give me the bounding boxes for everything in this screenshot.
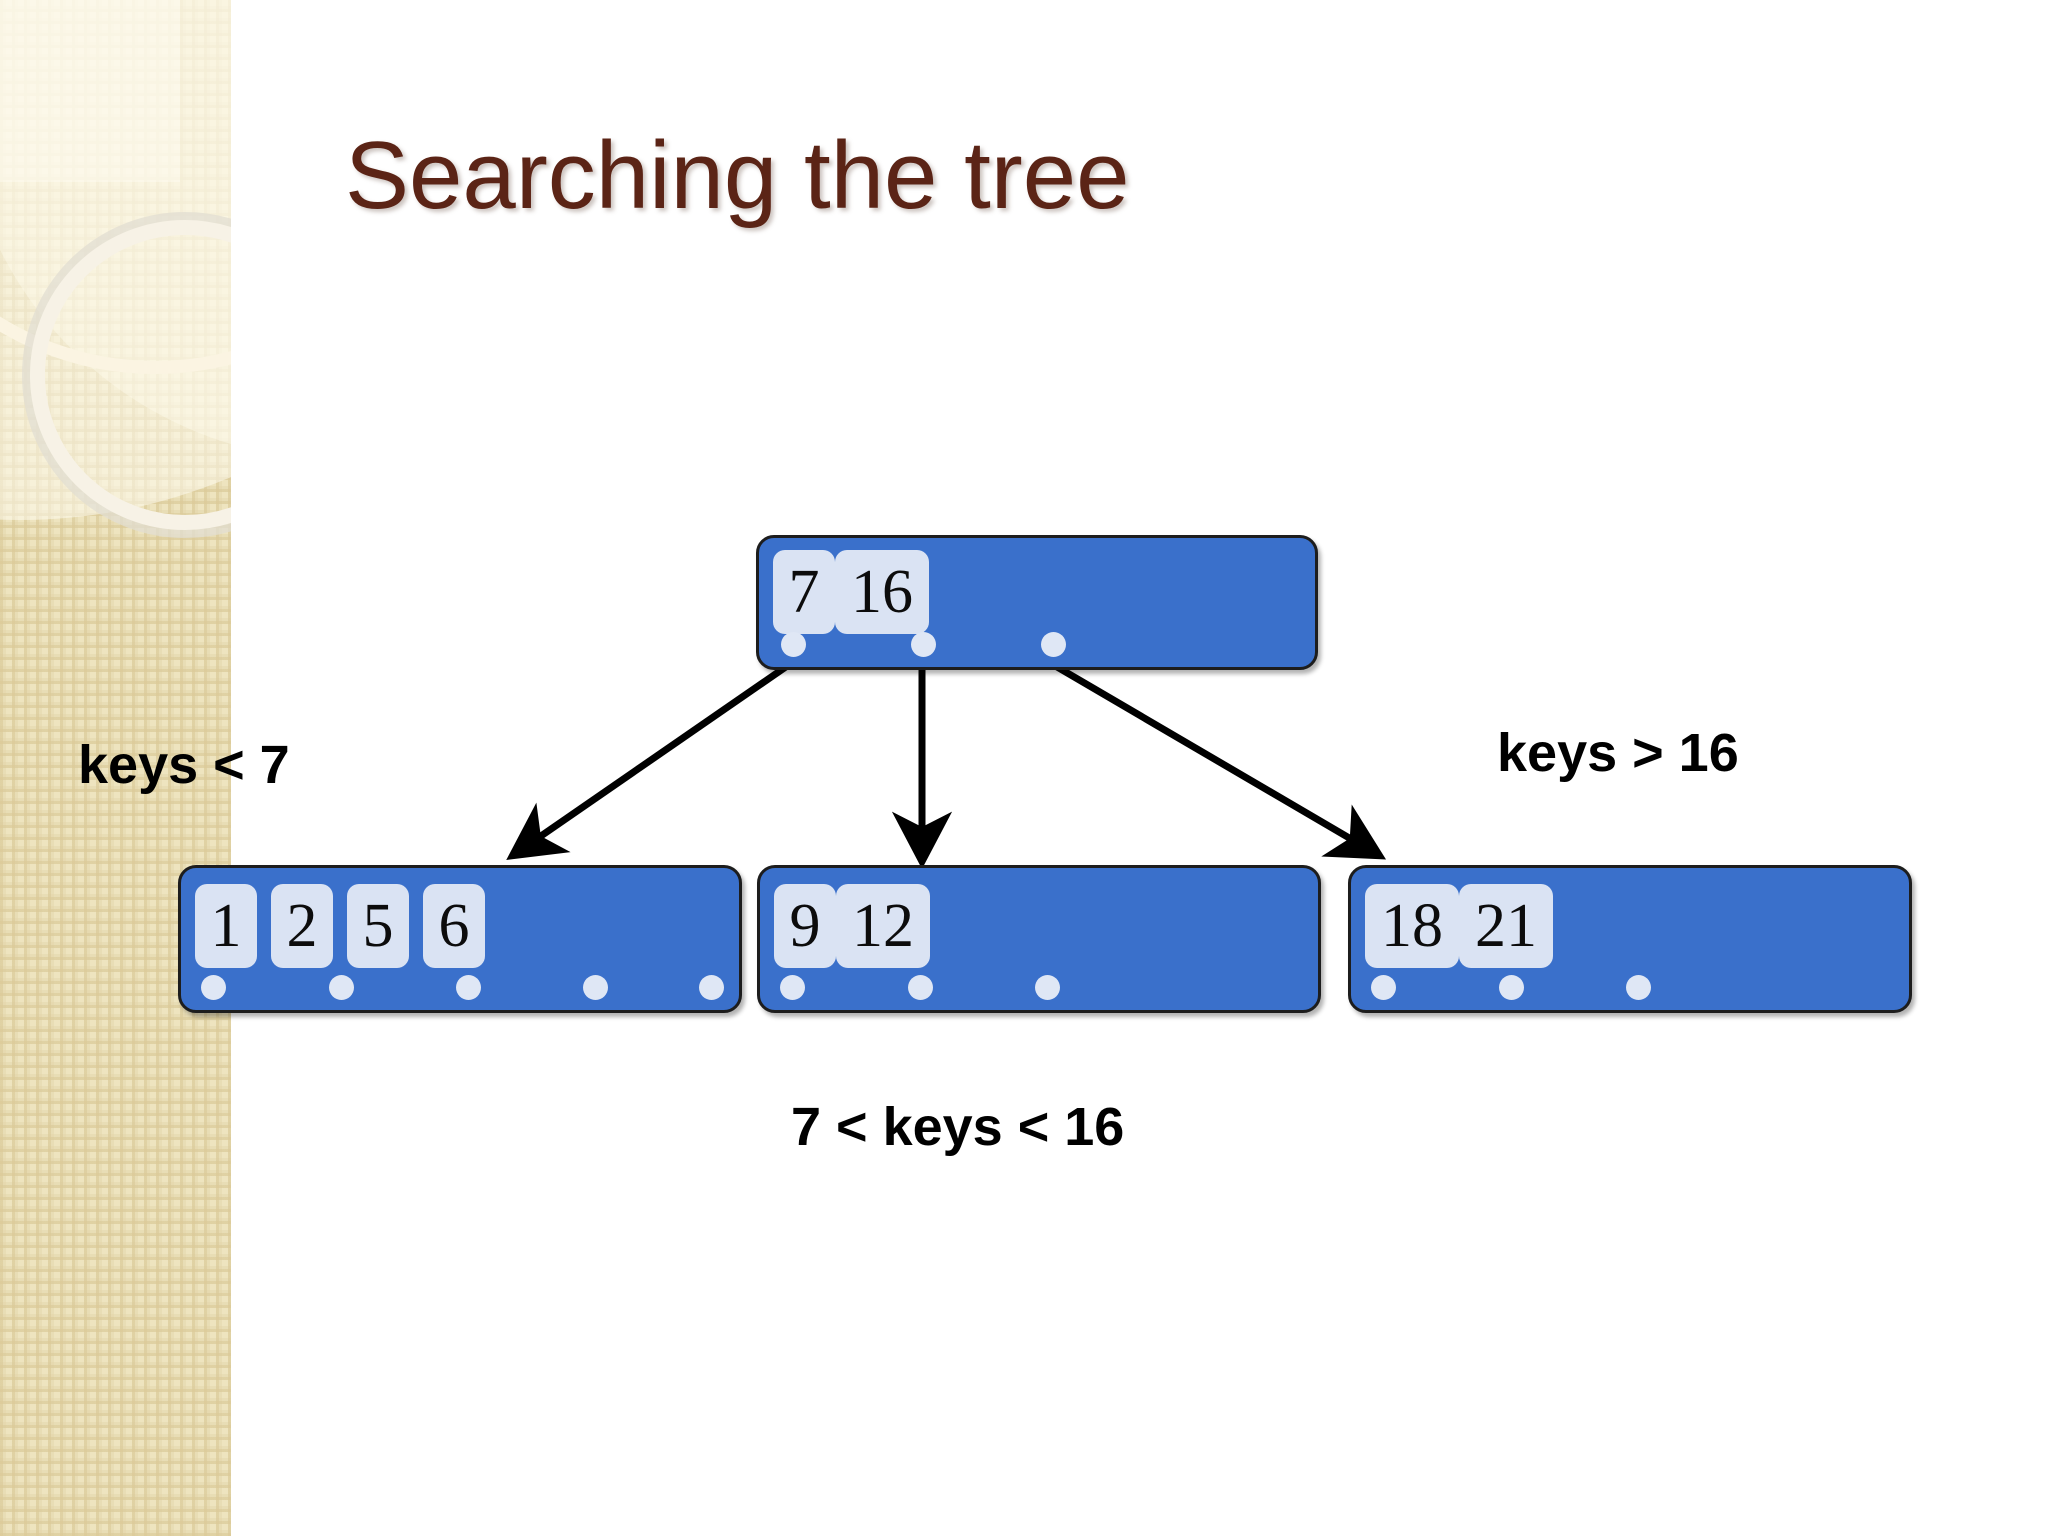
pointer-dot[interactable] bbox=[456, 975, 481, 1000]
root-node[interactable]: 7 16 bbox=[756, 535, 1318, 670]
key-cell[interactable]: 21 bbox=[1459, 884, 1553, 968]
pointer-dot[interactable] bbox=[1626, 975, 1651, 1000]
leaf-right-pointers bbox=[1351, 975, 1909, 1001]
pointer-dot[interactable] bbox=[780, 975, 805, 1000]
leaf-node-left[interactable]: 1 2 5 6 bbox=[178, 865, 742, 1013]
pointer-dot[interactable] bbox=[908, 975, 933, 1000]
key-cell[interactable]: 16 bbox=[835, 550, 929, 634]
pointer-dot[interactable] bbox=[583, 975, 608, 1000]
pointer-dot[interactable] bbox=[699, 975, 724, 1000]
key-cell[interactable]: 2 bbox=[271, 884, 333, 968]
leaf-middle-keys: 9 12 bbox=[774, 884, 930, 968]
root-keys: 7 16 bbox=[773, 550, 929, 634]
leaf-node-middle[interactable]: 9 12 bbox=[757, 865, 1321, 1013]
key-cell[interactable]: 18 bbox=[1365, 884, 1459, 968]
edge-root-to-left bbox=[506, 661, 792, 860]
annotation-keys-between: 7 < keys < 16 bbox=[791, 1097, 1125, 1157]
pointer-dot[interactable] bbox=[329, 975, 354, 1000]
leaf-node-right[interactable]: 18 21 bbox=[1348, 865, 1912, 1013]
pointer-dot[interactable] bbox=[1499, 975, 1524, 1000]
pointer-dot[interactable] bbox=[1035, 975, 1060, 1000]
edge-root-to-right bbox=[1050, 660, 1387, 860]
leaf-left-pointers bbox=[181, 975, 739, 1001]
key-cell[interactable]: 1 bbox=[195, 884, 257, 968]
pointer-dot[interactable] bbox=[201, 975, 226, 1000]
page-title: Searching the tree bbox=[345, 122, 1130, 229]
root-pointers bbox=[759, 632, 1315, 658]
annotation-keys-greater-than-16: keys > 16 bbox=[1497, 723, 1739, 783]
pointer-dot[interactable] bbox=[911, 632, 936, 657]
key-cell[interactable]: 12 bbox=[836, 884, 930, 968]
annotation-keys-less-than-7: keys < 7 bbox=[78, 735, 290, 795]
key-cell[interactable]: 5 bbox=[347, 884, 409, 968]
leaf-right-keys: 18 21 bbox=[1365, 884, 1553, 968]
pointer-dot[interactable] bbox=[1041, 632, 1066, 657]
leaf-middle-pointers bbox=[760, 975, 1318, 1001]
key-cell[interactable]: 7 bbox=[773, 550, 835, 634]
pointer-dot[interactable] bbox=[781, 632, 806, 657]
pointer-dot[interactable] bbox=[1371, 975, 1396, 1000]
decorative-side-band bbox=[0, 0, 231, 1536]
leaf-left-keys: 1 2 5 6 bbox=[195, 884, 485, 968]
key-cell[interactable]: 6 bbox=[423, 884, 485, 968]
key-cell[interactable]: 9 bbox=[774, 884, 836, 968]
